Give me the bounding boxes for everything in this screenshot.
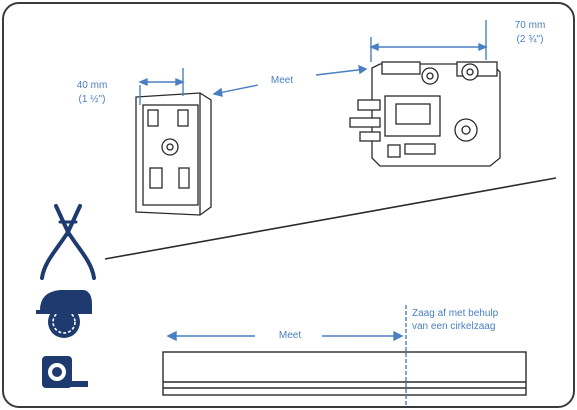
small-receiver-part [135,92,212,216]
divider-line [104,177,557,260]
profile-strip [162,351,527,396]
measure-arrows-top [212,64,368,97]
measure-label-bottom: Meet [278,330,302,341]
right-width-mm: 70 mm [514,20,546,31]
lock-body-part [349,61,501,167]
right-width-in: (2 ¾") [516,34,544,45]
measure-arrows-bottom [166,330,404,342]
tape-measure-icon [42,356,88,388]
saw-instruction-line1: Zaag af met behulp [412,308,499,319]
left-width-mm: 40 mm [76,80,108,91]
left-width-in: (1 ½") [78,94,106,105]
circular-saw-icon [36,290,92,338]
dimension-70mm [369,20,488,62]
saw-instruction-line2: van een cirkelzaag [412,321,496,332]
dimension-40mm [138,68,185,105]
measure-label-top: Meet [270,75,294,86]
pliers-icon [40,204,96,280]
